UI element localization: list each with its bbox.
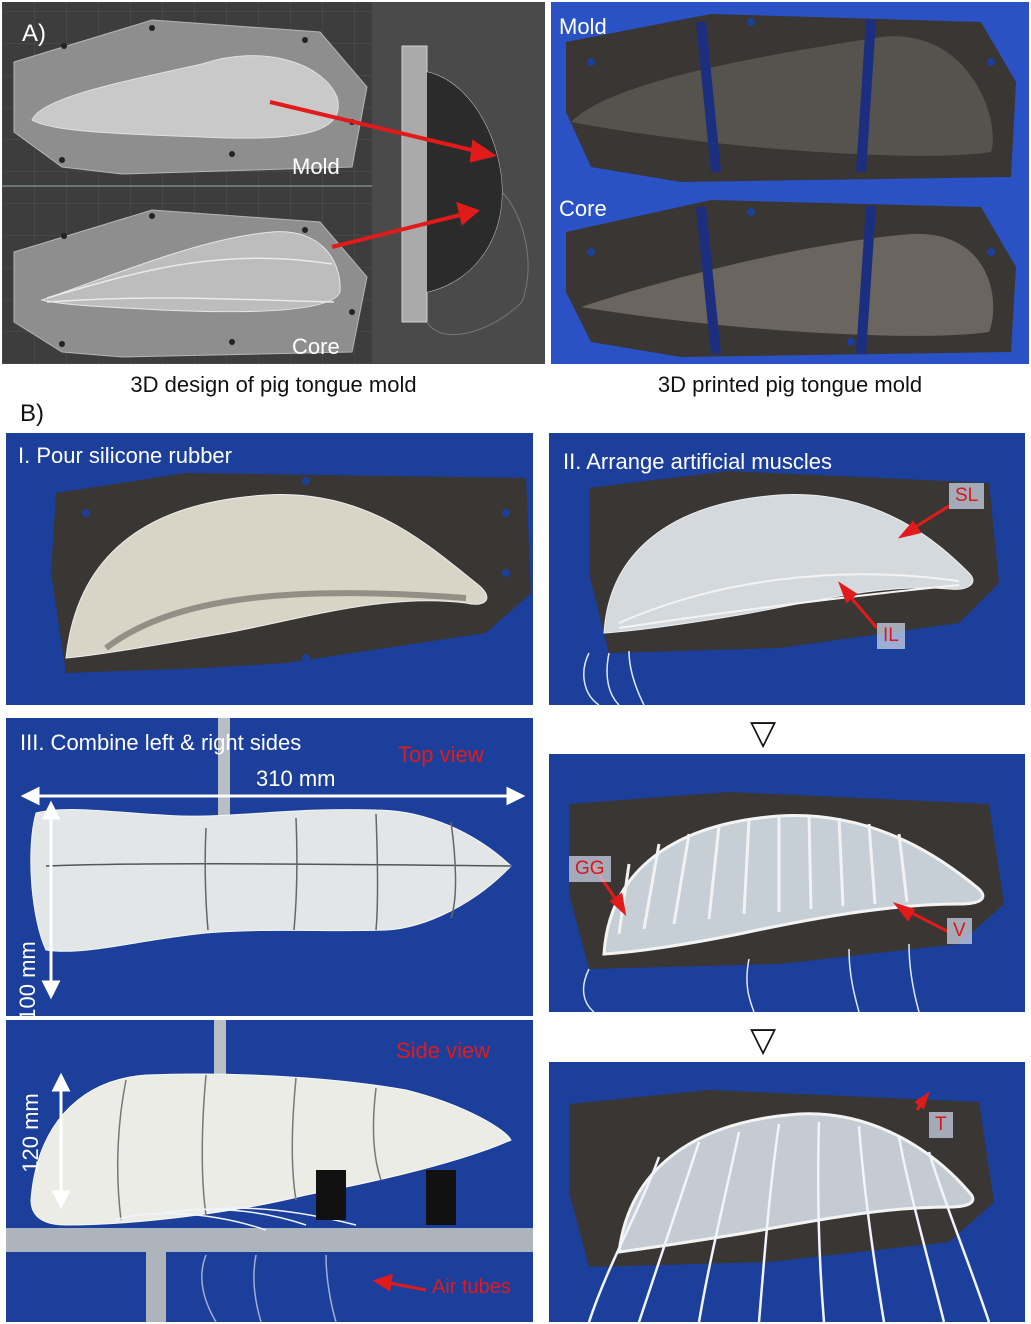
step3-label: III. Combine left & right sides	[20, 730, 302, 755]
tag-t: T	[929, 1112, 953, 1138]
step2-label: II. Arrange artificial muscles	[563, 449, 832, 474]
caption-3d-printed: 3D printed pig tongue mold	[657, 372, 923, 397]
down-arrow-2: ▽	[750, 1021, 777, 1059]
cad-design-illustration	[2, 2, 545, 364]
photo-core-label: Core	[559, 196, 607, 221]
step3-side-view-illustration	[6, 1020, 533, 1322]
step1-photo: I. Pour silicone rubber	[6, 433, 533, 705]
top-view-label: Top view	[398, 742, 484, 767]
step3-side-view-photo: Side view 120 mm Air tubes	[6, 1020, 533, 1322]
length-dimension: 310 mm	[256, 766, 336, 791]
tag-sl: SL	[949, 483, 985, 509]
down-arrow-1: ▽	[750, 714, 777, 752]
air-tubes-label: Air tubes	[432, 1276, 511, 1298]
photo-mold-label: Mold	[559, 14, 607, 39]
cad-mold-label: Mold	[292, 154, 340, 179]
step1-illustration	[51, 473, 531, 673]
step1-label: I. Pour silicone rubber	[18, 443, 232, 468]
step2-ribs-photo: GG V	[549, 754, 1025, 1012]
cad-core-label: Core	[292, 334, 340, 359]
side-view-label: Side view	[396, 1038, 491, 1063]
cad-design-panel: Mold Core	[2, 2, 545, 364]
step2-final-illustration	[569, 1090, 994, 1322]
step2-ribs-illustration	[569, 792, 1004, 1012]
step3-top-view-illustration	[20, 718, 526, 1000]
caption-3d-design: 3D design of pig tongue mold	[130, 372, 417, 397]
tag-gg: GG	[569, 856, 611, 882]
tag-il: IL	[877, 623, 905, 649]
printed-mold-photo: Mold Core	[551, 2, 1029, 364]
panel-letter-a: A)	[22, 20, 46, 47]
step2-illustration	[583, 471, 999, 705]
tag-v: V	[947, 918, 972, 944]
printed-mold-illustration	[566, 14, 1016, 357]
step3-top-view-photo: III. Combine left & right sides Top view…	[6, 718, 533, 1016]
panel-letter-b: B)	[20, 400, 44, 427]
height-dimension: 120 mm	[18, 1093, 43, 1173]
width-dimension: 100 mm	[15, 941, 40, 1016]
step2-final-photo: T	[549, 1062, 1025, 1322]
step2-photo: II. Arrange artificial muscles SL IL	[549, 433, 1025, 705]
